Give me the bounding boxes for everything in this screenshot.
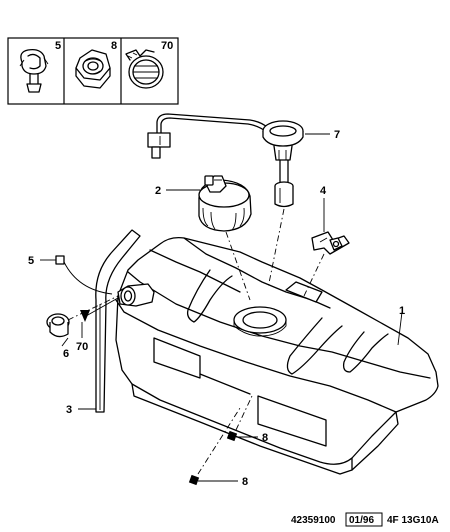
nut-symbol-upper: [226, 430, 238, 442]
legend-number-5: 5: [55, 40, 61, 52]
clip-fastener-icon: [19, 48, 49, 93]
callout-7: 7: [334, 129, 340, 141]
callout-3: 3: [66, 404, 72, 416]
legend-number-70: 70: [161, 40, 173, 52]
footer-code: 4F 13G10A: [387, 515, 439, 526]
callout-4: 4: [320, 185, 327, 197]
breather-hose: [95, 229, 141, 413]
retaining-bracket: [311, 231, 350, 255]
nut-symbol-lower: [188, 474, 200, 486]
rubber-grommet: [46, 313, 70, 338]
fuel-tank-body: [115, 236, 439, 475]
hose-clamp-icon: [125, 49, 164, 89]
callout-5: 5: [28, 255, 34, 267]
callout-1: 1: [399, 305, 405, 317]
fuel-filler-cap: [198, 175, 252, 232]
clip-fastener-symbol: [55, 255, 65, 265]
callout-8-upper: 8: [262, 432, 268, 444]
assembly-axis-lines: [63, 208, 325, 475]
legend-panel: 5 8 70: [7, 37, 179, 105]
footer-ref-number: 42359100: [291, 515, 336, 526]
leader-lines: [40, 133, 403, 482]
callout-2: 2: [155, 185, 161, 197]
footer-date: 01/96: [349, 515, 374, 526]
callout-6: 6: [63, 348, 69, 360]
callout-labels: 7 2 4 5 1 6 70 3 8 8: [28, 129, 405, 488]
footer-reference: 42359100 01/96 4F 13G10A: [291, 512, 439, 527]
legend-number-8: 8: [111, 40, 117, 52]
callout-70: 70: [76, 341, 88, 353]
wiring-connector: [147, 132, 171, 148]
gauge-sender-unit: [147, 113, 304, 208]
hex-nut-icon: [75, 49, 111, 89]
callout-8-lower: 8: [242, 476, 248, 488]
